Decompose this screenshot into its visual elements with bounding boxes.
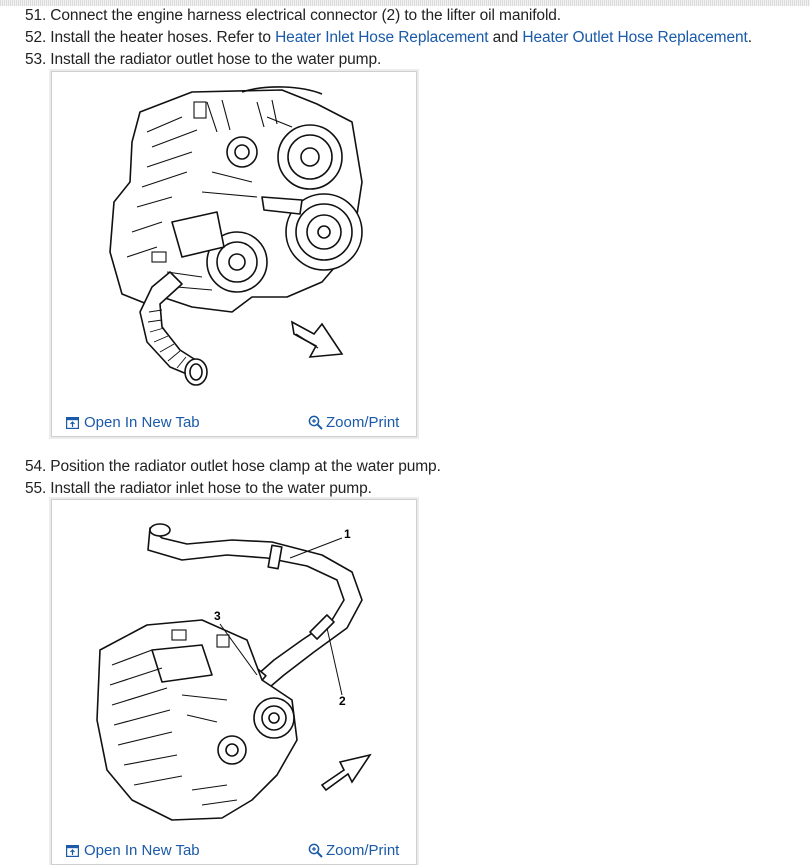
step-52: 52.Install the heater hoses. Refer to He… xyxy=(25,28,752,48)
open-new-tab-icon xyxy=(66,416,79,429)
step-text: Install the radiator inlet hose to the w… xyxy=(50,480,372,497)
open-in-new-tab-button[interactable]: Open In New Tab xyxy=(66,842,200,859)
step-text: Connect the engine harness electrical co… xyxy=(50,7,562,24)
open-in-new-tab-label: Open In New Tab xyxy=(84,842,200,859)
step-text: Position the radiator outlet hose clamp … xyxy=(50,458,441,475)
callout-2: 2 xyxy=(339,694,346,708)
heater-inlet-hose-link[interactable]: Heater Inlet Hose Replacement xyxy=(275,29,489,46)
step-55: 55.Install the radiator inlet hose to th… xyxy=(25,479,372,499)
step-text: Install the radiator outlet hose to the … xyxy=(50,51,382,68)
zoom-print-button[interactable]: Zoom/Print xyxy=(308,842,399,859)
callout-3: 3 xyxy=(214,609,221,623)
figure-radiator-outlet-hose: Open In New Tab Zoom/Print xyxy=(51,71,417,437)
zoom-print-label: Zoom/Print xyxy=(326,414,400,431)
magnifier-icon xyxy=(308,415,323,430)
step-number: 54. xyxy=(25,458,47,475)
step-number: 53. xyxy=(25,51,47,68)
step-number: 55. xyxy=(25,480,47,497)
open-new-tab-icon xyxy=(66,844,79,857)
figure-toolbar: Open In New Tab Zoom/Print xyxy=(52,836,416,864)
open-in-new-tab-label: Open In New Tab xyxy=(84,414,200,431)
step-text: and xyxy=(488,29,523,46)
figure-radiator-inlet-hose: 1 2 3 Open In New Tab Zoom/Print xyxy=(51,499,417,865)
step-number: 52. xyxy=(25,29,47,46)
top-shade xyxy=(0,0,810,6)
figure-toolbar: Open In New Tab Zoom/Print xyxy=(52,408,416,436)
magnifier-icon xyxy=(308,843,323,858)
zoom-print-button[interactable]: Zoom/Print xyxy=(308,414,399,431)
step-text: Install the heater hoses. Refer to xyxy=(50,29,276,46)
step-number: 51. xyxy=(25,7,47,24)
engine-water-pump-illustration[interactable] xyxy=(52,72,416,408)
open-in-new-tab-button[interactable]: Open In New Tab xyxy=(66,414,200,431)
heater-outlet-hose-link[interactable]: Heater Outlet Hose Replacement xyxy=(522,29,748,46)
radiator-inlet-hose-illustration[interactable]: 1 2 3 xyxy=(52,500,416,836)
step-54: 54.Position the radiator outlet hose cla… xyxy=(25,457,441,477)
step-53: 53.Install the radiator outlet hose to t… xyxy=(25,50,381,70)
zoom-print-label: Zoom/Print xyxy=(326,842,400,859)
step-text: . xyxy=(747,29,752,46)
step-51: 51.Connect the engine harness electrical… xyxy=(25,6,561,26)
callout-1: 1 xyxy=(344,527,351,541)
